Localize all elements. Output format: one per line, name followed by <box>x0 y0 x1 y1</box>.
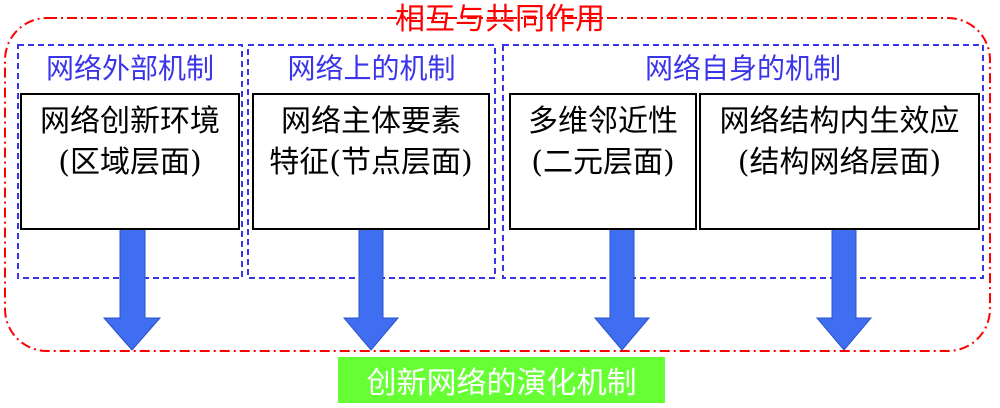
arrow-1 <box>102 227 162 351</box>
box-1-line-2: (区域层面) <box>58 144 202 180</box>
box-2-line-2: 特征(节点层面) <box>269 144 473 180</box>
box-endogenous-structure-effects: 网络结构内生效应 (结构网络层面) <box>699 93 980 230</box>
box-3-line-2: (二元层面) <box>531 144 675 180</box>
arrow-3 <box>593 227 651 351</box>
box-4-line-2: (结构网络层面) <box>737 144 942 180</box>
group-label-self: 网络自身的机制 <box>644 52 841 85</box>
group-border-self <box>502 44 984 279</box>
box-3-line-1: 多维邻近性 <box>528 104 678 139</box>
group-border-external <box>17 44 243 279</box>
box-multidimensional-proximity: 多维邻近性 (二元层面) <box>509 93 697 230</box>
group-label-external: 网络外部机制 <box>45 52 214 85</box>
box-2-line-1: 网络主体要素 <box>281 104 461 139</box>
box-4-line-1: 网络结构内生效应 <box>719 104 960 139</box>
group-label-upper: 网络上的机制 <box>287 52 456 85</box>
box-innovation-environment: 网络创新环境 (区域层面) <box>20 93 240 230</box>
arrow-4 <box>815 227 873 351</box>
box-1-line-1: 网络创新环境 <box>40 104 220 139</box>
evolution-mechanism-label: 创新网络的演化机制 <box>338 357 665 403</box>
diagram-title: 相互与共同作用 <box>395 2 605 37</box>
box-actor-attributes: 网络主体要素 特征(节点层面) <box>252 93 490 230</box>
arrow-2 <box>342 227 400 351</box>
